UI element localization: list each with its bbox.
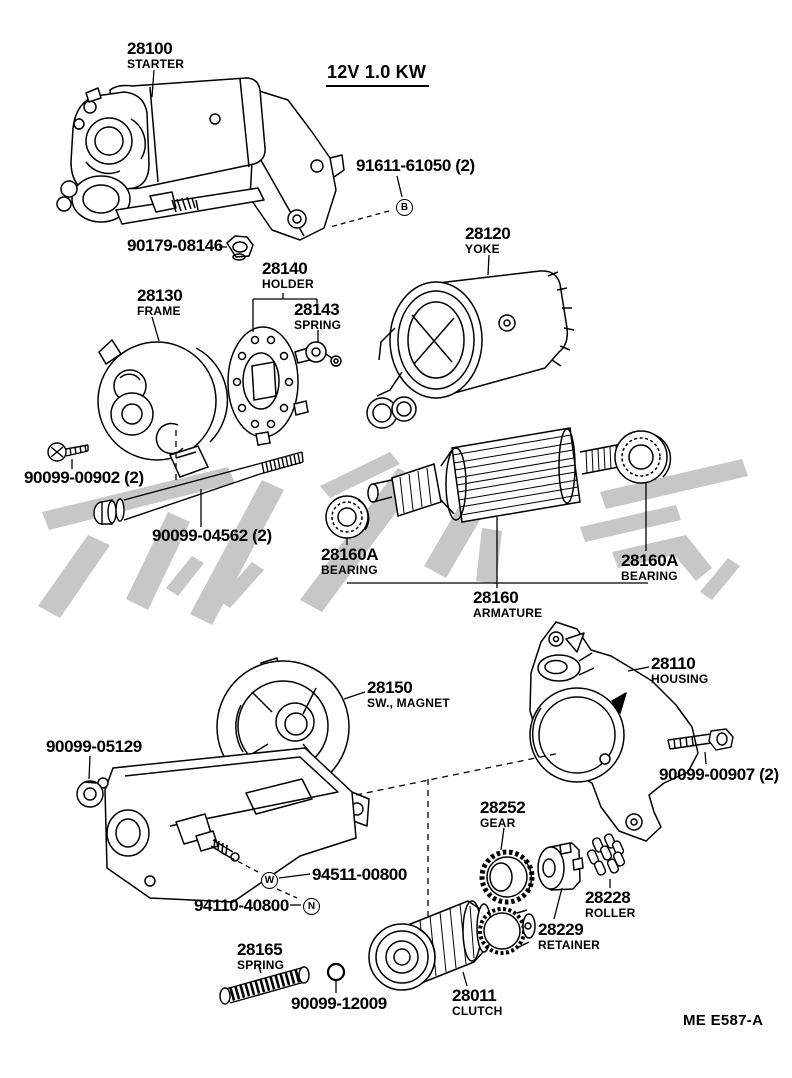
part-number: 28110 — [651, 654, 696, 673]
callout-nut-n: N — [303, 898, 320, 915]
part-label-28120: 28120 YOKE — [465, 224, 511, 256]
part-number: 94110-40800 — [194, 896, 289, 915]
part-label-90099-00902: 90099-00902 (2) — [24, 469, 144, 486]
part-number: 28252 — [480, 798, 526, 817]
part-label-28110: 28110 HOUSING — [651, 655, 708, 685]
part-number: 28011 — [452, 986, 497, 1005]
part-label-28130: 28130 FRAME — [137, 286, 183, 318]
part-number: 28228 — [585, 888, 631, 907]
part-label-28229: 28229 RETAINER — [538, 921, 600, 951]
part-label-90179-08146: 90179-08146 — [127, 237, 223, 254]
part-label-94511-00800: 94511-00800 — [312, 866, 407, 883]
callout-washer-w: W — [261, 872, 278, 889]
part-label-90099-04562: 90099-04562 (2) — [152, 527, 272, 544]
part-number: 28130 — [137, 286, 183, 305]
part-label-28143: 28143 SPRING — [294, 301, 341, 331]
part-label-90099-00907: 90099-00907 (2) — [659, 766, 779, 783]
bolt-00907-drawing — [667, 728, 734, 751]
bolt-00902-drawing — [47, 442, 89, 462]
ring-drawing — [326, 962, 346, 982]
part-number: 28160A — [621, 551, 679, 570]
starter-assembly-drawing — [56, 77, 345, 241]
voltage-spec-label: 12V 1.0 KW — [326, 62, 430, 87]
nut-90179-drawing — [226, 235, 254, 261]
bearing-left-drawing — [325, 495, 370, 539]
part-name: HOLDER — [262, 277, 314, 291]
clutch-drawing — [368, 900, 536, 991]
part-name: ARMATURE — [473, 606, 543, 620]
part-label-28140: 28140 HOLDER — [262, 260, 314, 290]
figure-code: ME E587-A — [683, 1012, 764, 1029]
part-label-90099-12009: 90099-12009 — [291, 995, 387, 1012]
part-label-28160: 28160 ARMATURE — [473, 589, 542, 619]
callout-bolt-b: B — [396, 199, 413, 216]
part-number: 91611-61050 (2) — [356, 156, 475, 175]
part-name: FRAME — [137, 304, 181, 318]
part-name: RETAINER — [538, 938, 601, 952]
part-label-28150: 28150 SW., MAGNET — [367, 679, 450, 709]
part-name: YOKE — [465, 242, 500, 256]
part-number: 28160 — [473, 588, 519, 607]
part-number: 28140 — [262, 259, 308, 278]
part-label-90099-05129: 90099-05129 — [46, 738, 142, 755]
part-number: 90099-12009 — [291, 994, 387, 1013]
part-label-28160a-right: 28160A BEARING — [621, 551, 679, 583]
part-label-28252: 28252 GEAR — [480, 798, 526, 830]
through-bolt-drawing — [93, 451, 304, 525]
leader-lines — [71, 69, 707, 993]
armature-drawing — [367, 427, 630, 523]
part-label-28165: 28165 SPRING — [237, 941, 284, 971]
frame-drawing — [97, 338, 229, 478]
part-number: 90179-08146 — [127, 236, 223, 255]
part-label-28100: 28100 STARTER — [127, 40, 184, 70]
part-name: SPRING — [294, 318, 342, 332]
part-number: 28100 — [127, 39, 173, 58]
part-label-28011: 28011 CLUTCH — [452, 987, 503, 1017]
part-number: 28229 — [538, 920, 584, 939]
part-number: 90099-00902 (2) — [24, 468, 144, 487]
part-name: BEARING — [621, 569, 678, 583]
part-name: BEARING — [321, 563, 378, 577]
drive-spring-drawing — [219, 966, 310, 1005]
part-name: GEAR — [480, 816, 516, 830]
brush-spring-drawing — [305, 341, 342, 367]
part-number: 90099-00907 (2) — [659, 765, 779, 784]
rollers-drawing — [586, 833, 626, 876]
part-name: SW., MAGNET — [367, 696, 450, 710]
magnetic-switch-assembly-drawing — [97, 657, 370, 903]
part-number: 28160A — [321, 545, 379, 564]
part-number: 28143 — [294, 300, 340, 319]
part-name: HOUSING — [651, 672, 709, 686]
retainer-drawing — [537, 842, 584, 891]
part-number: 90099-05129 — [46, 737, 142, 756]
idler-gear-drawing — [479, 849, 535, 905]
part-number: 28150 — [367, 678, 413, 697]
brush-holder-drawing — [227, 326, 311, 446]
part-number: 28165 — [237, 940, 283, 959]
part-name: CLUTCH — [452, 1004, 503, 1018]
bearing-right-drawing — [614, 430, 672, 484]
grommet-drawing — [76, 780, 104, 808]
part-label-94110-40800: 94110-40800 — [194, 897, 289, 914]
part-name: STARTER — [127, 57, 185, 71]
part-label-28228: 28228 ROLLER — [585, 889, 636, 919]
part-number: 94511-00800 — [312, 865, 407, 884]
part-label-91611-61050: 91611-61050 (2) — [356, 157, 475, 174]
part-name: ROLLER — [585, 906, 636, 920]
housing-drawing — [529, 621, 699, 842]
part-number: 90099-04562 (2) — [152, 526, 272, 545]
part-number: 28120 — [465, 224, 511, 243]
yoke-drawing — [366, 270, 575, 429]
part-label-28160a-left: 28160A BEARING — [321, 545, 379, 577]
part-name: SPRING — [237, 958, 285, 972]
